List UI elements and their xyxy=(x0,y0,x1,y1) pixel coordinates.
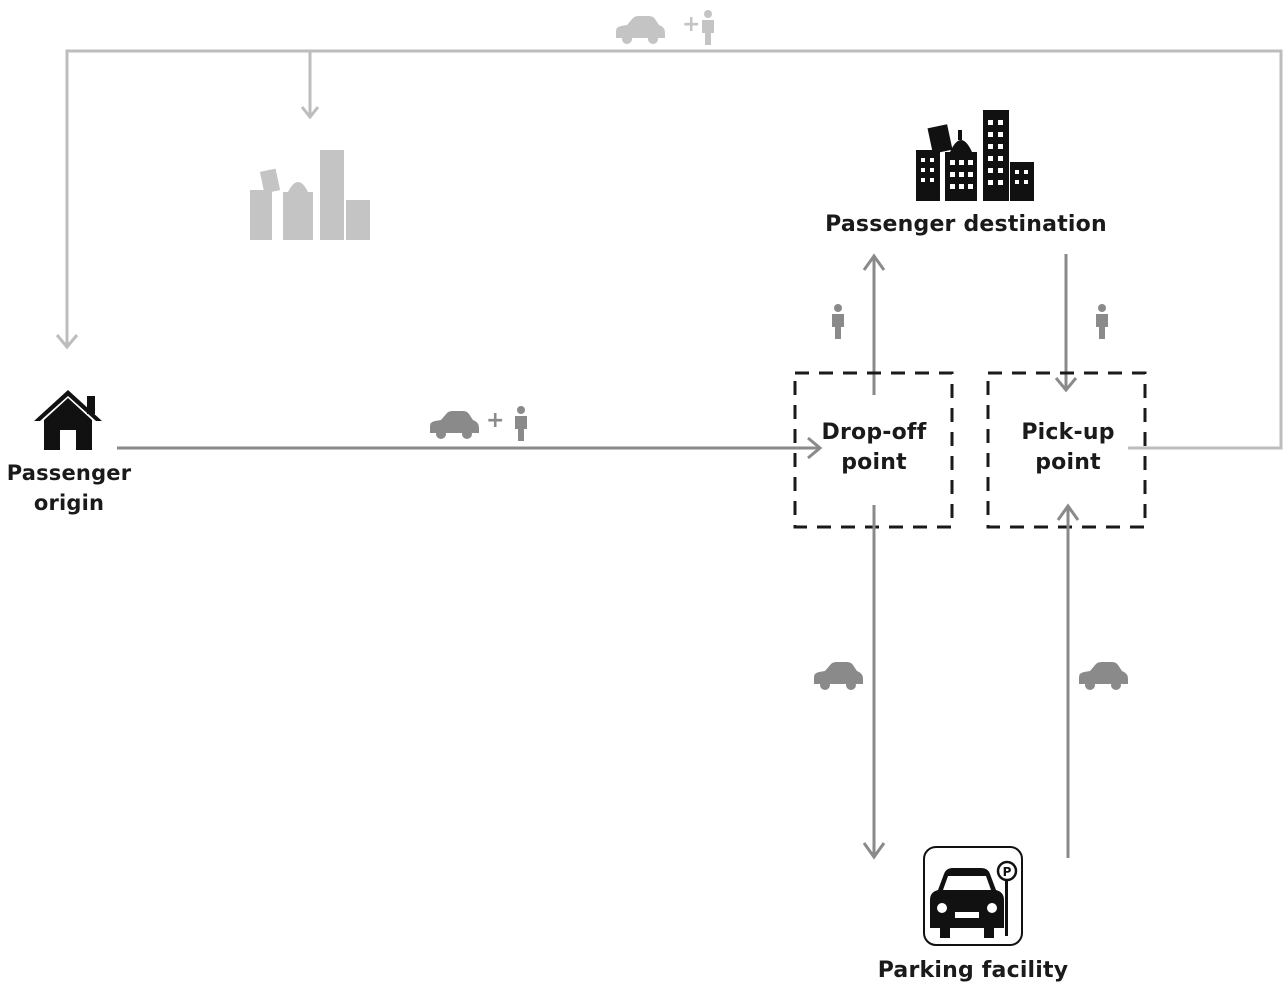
parking-to-pickup-arrow xyxy=(1056,503,1080,858)
city-icon xyxy=(916,110,1034,201)
parking-sign: P xyxy=(1003,865,1012,879)
pickup-label-line2: point xyxy=(1035,450,1101,475)
pickup-label-line1: Pick-up xyxy=(1021,420,1115,445)
origin-label-line1: Passenger xyxy=(6,461,132,485)
car-icon xyxy=(616,16,665,44)
person-icon xyxy=(515,406,527,441)
origin-label-line2: origin xyxy=(33,491,105,515)
origin-trip-car-plus-person: + xyxy=(430,406,527,441)
passenger-destination-label: Passenger destination xyxy=(825,212,1107,237)
parking-facility-label: Parking facility xyxy=(877,958,1069,983)
person-icon xyxy=(1096,304,1108,339)
faded-city-icon xyxy=(250,150,370,240)
car-icon xyxy=(814,662,863,690)
pickup-point-label: Pick-up point xyxy=(988,418,1148,478)
plus-sign: + xyxy=(486,408,504,433)
dropoff-point-label: Drop-off point xyxy=(794,418,954,478)
person-icon xyxy=(702,10,714,45)
destination-to-pickup-arrow xyxy=(1054,254,1078,393)
parking-car-icon: P xyxy=(923,846,1023,946)
passenger-origin-label: Passenger origin xyxy=(0,458,138,518)
dropoff-to-parking-arrow xyxy=(862,505,886,860)
car-icon xyxy=(1079,662,1128,690)
origin-to-dropoff-arrow xyxy=(117,436,823,460)
car-icon xyxy=(430,411,479,439)
house-icon xyxy=(34,390,102,450)
return-trip-arrow xyxy=(55,49,1283,450)
plus-sign: + xyxy=(682,12,700,37)
person-icon xyxy=(832,304,844,339)
return-trip-car-plus-person: + xyxy=(616,10,714,45)
dropoff-label-line2: point xyxy=(841,450,907,475)
dropoff-label-line1: Drop-off xyxy=(821,420,927,445)
